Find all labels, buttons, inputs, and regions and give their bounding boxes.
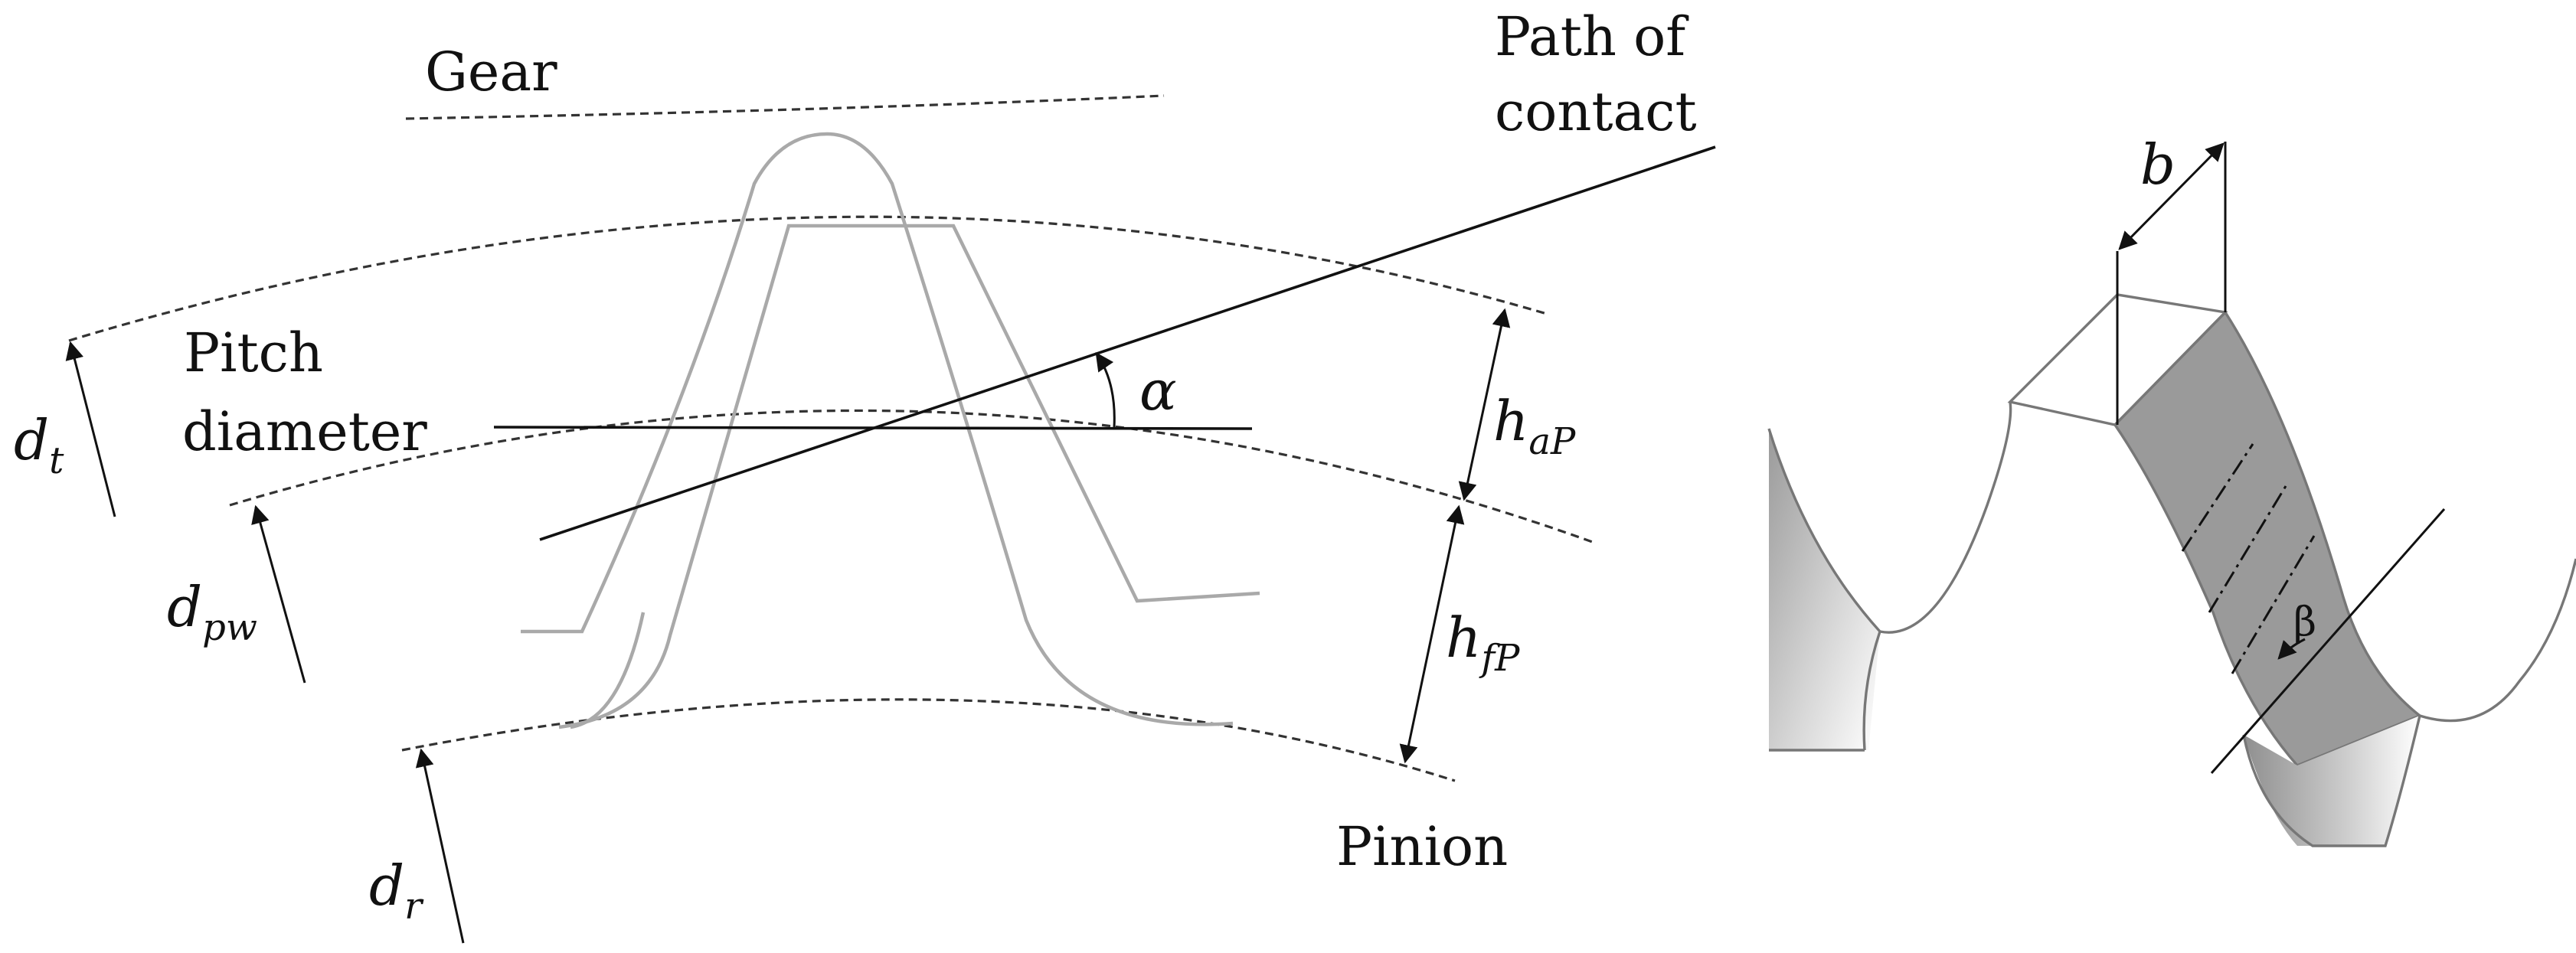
pinion-label: Pinion (1336, 815, 1508, 878)
neighbor-tooth-right (2419, 558, 2576, 723)
gear-label: Gear (425, 41, 557, 103)
helix-line-1 (2181, 443, 2254, 552)
beta-reference-line (2210, 508, 2446, 774)
tooth-gap-outline (1879, 401, 2012, 634)
alpha-label: α (1139, 358, 1177, 423)
helix-line-2 (2208, 485, 2287, 613)
path-of-contact-label-2: contact (1495, 80, 1697, 143)
pinion-tooth-flank-lower (570, 612, 646, 729)
gear-tooth-outline (521, 132, 1234, 726)
pitch-diameter-circle (229, 409, 1597, 545)
beta-angle-arc (2277, 638, 2306, 660)
helix-line-3 (2231, 535, 2316, 674)
d-pw-arrow (251, 504, 306, 684)
h-fp-label: hfP (1446, 605, 1520, 680)
d-t-arrow (65, 341, 116, 517)
b-dimension-arrow (2118, 142, 2225, 250)
d-r-label: dr (369, 853, 424, 928)
h-ap-arrow (1458, 308, 1511, 501)
helical-flank-face (2113, 310, 2423, 768)
pitch-diameter-label-2: diameter (182, 400, 427, 463)
path-of-contact-line (539, 145, 1716, 541)
path-of-contact-label-1: Path of (1495, 5, 1689, 68)
root-diameter-circle (401, 698, 1456, 782)
d-pw-label: dpw (167, 575, 257, 649)
pitch-diameter-label-1: Pitch (184, 321, 323, 384)
alpha-angle-arc (1095, 352, 1116, 428)
neighbor-tooth-left-shade (1769, 429, 1880, 750)
neighbor-tooth-left (1767, 428, 1881, 751)
gear-root-circle (405, 94, 1165, 120)
b-label: b (2140, 132, 2176, 197)
d-t-label: dt (14, 408, 64, 482)
h-fp-arrow (1399, 504, 1465, 764)
d-r-arrow (415, 748, 465, 944)
pinion-tooth-outline (558, 224, 1260, 729)
tip-diameter-circle (68, 215, 1548, 342)
beta-label: β (2293, 599, 2316, 645)
h-ap-label: haP (1493, 389, 1576, 463)
main-tooth-root-outline (2242, 715, 2421, 847)
main-tooth-root-shade (2244, 716, 2420, 846)
